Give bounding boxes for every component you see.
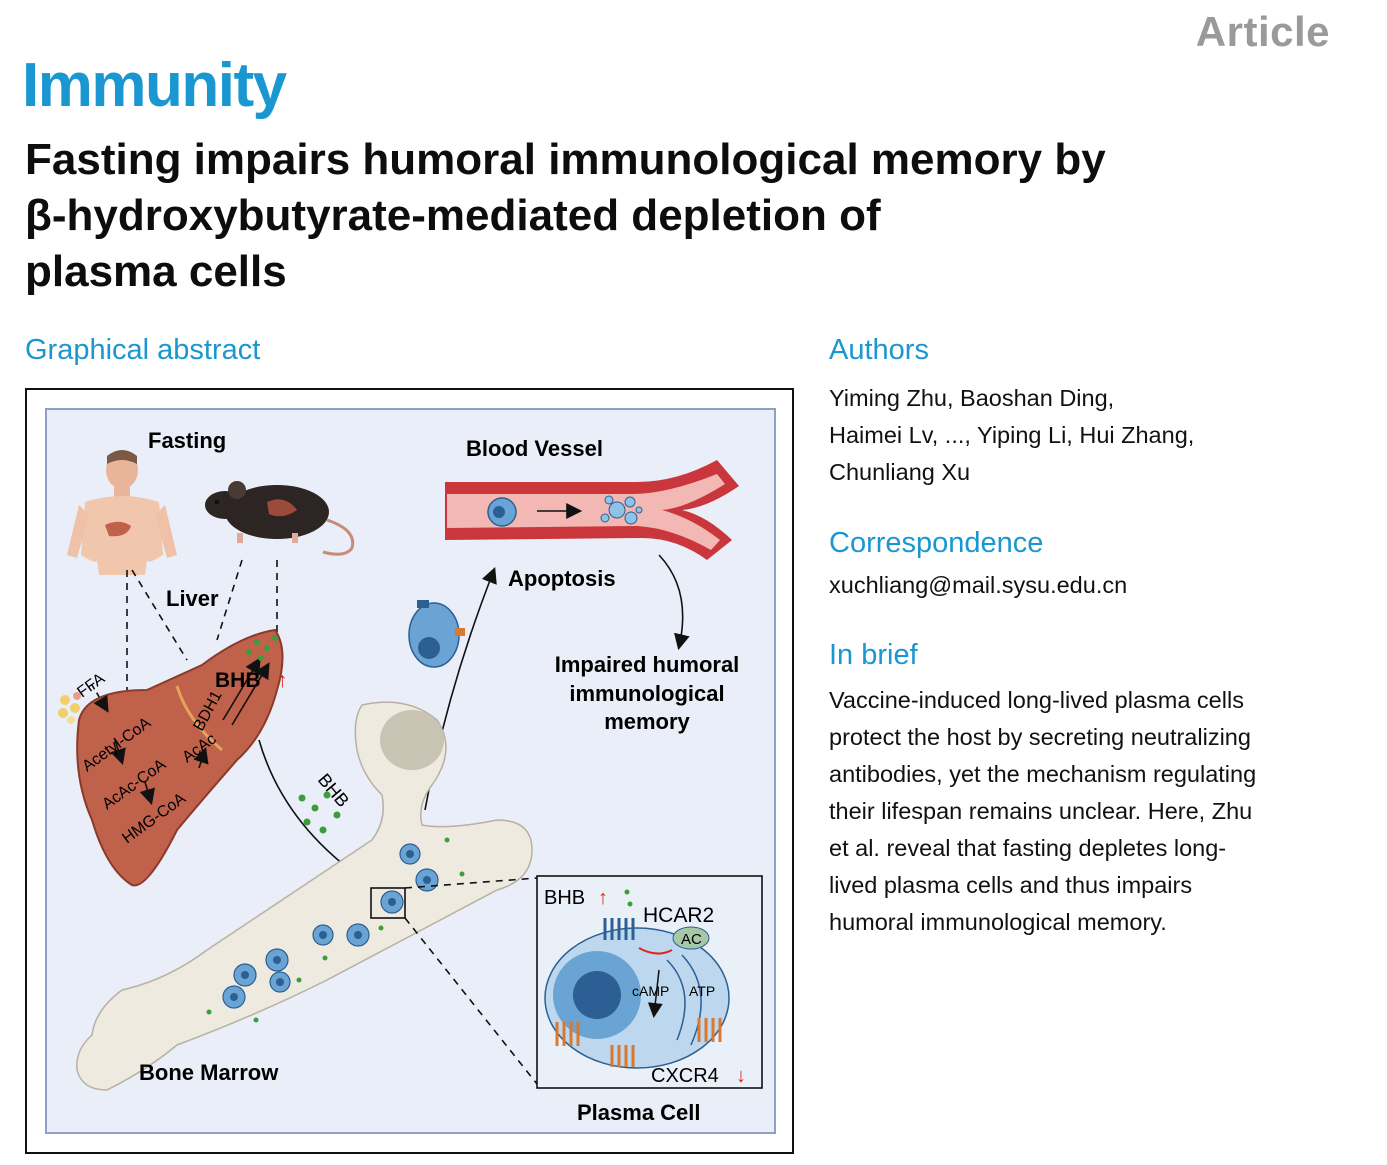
label-hcar2: HCAR2 xyxy=(643,904,714,927)
bone-marrow-cells-icon xyxy=(206,837,465,1023)
label-liver: Liver xyxy=(166,586,219,611)
plasma-cell-detail-icon xyxy=(544,889,730,1069)
zoom-region-box xyxy=(370,887,406,919)
in-brief-line: protect the host by secreting neutralizi… xyxy=(829,724,1251,750)
label-impaired-memory: Impaired humoral xyxy=(555,652,740,677)
label-apoptosis: Apoptosis xyxy=(508,566,616,591)
graphical-abstract-heading: Graphical abstract xyxy=(25,334,261,366)
label-cxcr4: CXCR4 xyxy=(651,1065,719,1087)
email-link[interactable]: xuchliang@mail.sysu.edu.cn xyxy=(829,572,1128,598)
label-bhb-liver: BHB xyxy=(215,669,261,692)
title-line: Fasting impairs humoral immunological me… xyxy=(25,135,1106,184)
cxcr4-down-arrow: ↓ xyxy=(736,1065,746,1087)
author-line: Yiming Zhu, Baoshan Ding, xyxy=(829,385,1115,411)
label-ac: AC xyxy=(681,931,702,948)
human-figure-icon xyxy=(67,450,177,575)
label-plasma-cell: Plasma Cell xyxy=(577,1100,701,1125)
correspondence-email[interactable]: xuchliang@mail.sysu.edu.cn xyxy=(829,567,1127,604)
label-fasting: Fasting xyxy=(148,428,226,453)
bhb-up-arrow: ↑ xyxy=(277,669,288,692)
correspondence-heading: Correspondence xyxy=(829,527,1044,559)
journal-name: Immunity xyxy=(22,51,287,120)
article-type-label: Article xyxy=(1195,8,1330,55)
in-brief-text: Vaccine-induced long-lived plasma cells … xyxy=(829,682,1256,941)
liver-icon xyxy=(76,628,284,887)
in-brief-line: et al. reveal that fasting depletes long… xyxy=(829,835,1227,861)
authors-list: Yiming Zhu, Baoshan Ding, Haimei Lv, ...… xyxy=(829,380,1194,491)
article-title: Fasting impairs humoral immunological me… xyxy=(25,132,1345,300)
label-bhb-cell: BHB xyxy=(544,887,585,909)
bone-icon xyxy=(76,701,533,1091)
label-impaired-memory: immunological xyxy=(569,681,724,706)
in-brief-line: their lifespan remains unclear. Here, Zh… xyxy=(829,798,1253,824)
author-line: Haimei Lv, ..., Yiping Li, Hui Zhang, xyxy=(829,422,1195,448)
bhb-cell-up-arrow: ↑ xyxy=(598,887,608,909)
graphical-abstract-illustration: Fasting Blood Vessel Liver Apoptosis Imp… xyxy=(58,428,763,1125)
label-blood-vessel: Blood Vessel xyxy=(466,436,603,461)
mouse-icon xyxy=(205,481,355,556)
in-brief-heading: In brief xyxy=(829,639,918,671)
in-brief-line: Vaccine-induced long-lived plasma cells xyxy=(829,687,1244,713)
authors-heading: Authors xyxy=(829,334,929,366)
label-bone-marrow: Bone Marrow xyxy=(139,1060,279,1085)
title-line: β-hydroxybutyrate-mediated depletion of xyxy=(25,191,881,240)
label-impaired-memory: memory xyxy=(604,709,690,734)
plasma-cell-icon xyxy=(408,600,465,668)
graphical-abstract-figure: Fasting Blood Vessel Liver Apoptosis Imp… xyxy=(25,388,794,1154)
in-brief-line: humoral immunological memory. xyxy=(829,909,1167,935)
author-line: Chunliang Xu xyxy=(829,459,971,485)
label-atp: ATP xyxy=(689,983,715,999)
title-line: plasma cells xyxy=(25,247,287,296)
blood-vessel-icon xyxy=(445,460,739,560)
ffa-particles-icon xyxy=(58,692,81,724)
in-brief-line: lived plasma cells and thus impairs xyxy=(829,872,1193,898)
label-camp: cAMP xyxy=(632,983,669,999)
bhb-dots-icon xyxy=(246,635,278,661)
in-brief-line: antibodies, yet the mechanism regulating xyxy=(829,761,1257,787)
label-bhb-circulation: BHB xyxy=(314,770,353,811)
circulating-bhb-icon xyxy=(298,791,341,834)
